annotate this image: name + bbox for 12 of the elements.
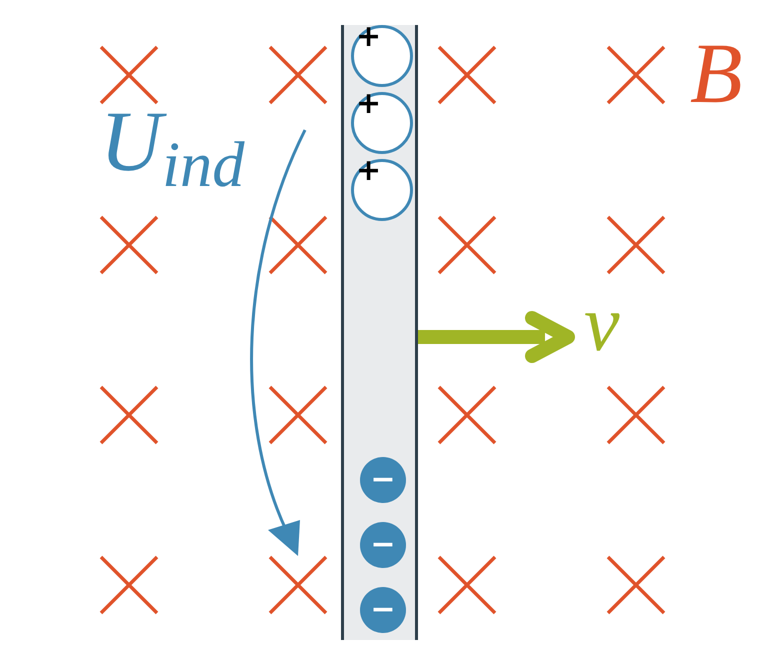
conductor-rod	[341, 25, 418, 640]
charge-sign: −	[370, 595, 396, 625]
charge-sign: +	[356, 89, 382, 119]
symbol-label: B	[690, 30, 743, 116]
negative-charge	[360, 457, 406, 503]
charge-sign: +	[356, 22, 382, 52]
symbol-label: v	[584, 284, 620, 364]
charge-sign: −	[370, 530, 396, 560]
charge-sign: −	[370, 465, 396, 495]
negative-charge	[360, 587, 406, 633]
charge-sign: +	[356, 156, 382, 186]
negative-charge	[360, 522, 406, 568]
